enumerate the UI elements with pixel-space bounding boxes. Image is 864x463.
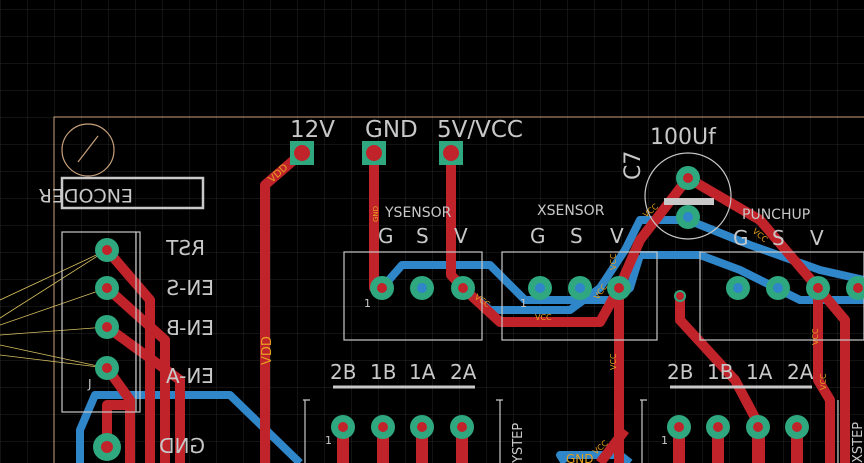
ysensor-pin-v: V [454, 224, 468, 248]
punchup-pin-g: G [733, 226, 749, 250]
motor-right-pin-1a: 1A [746, 360, 773, 384]
hole-marker [77, 135, 99, 163]
encoder-title: ENCODER [39, 184, 133, 206]
motor-left-pin-1b: 1B [370, 360, 396, 384]
net-label-vcc-8: VCC [811, 328, 820, 345]
net-label-vcc-5: VCC [609, 353, 618, 370]
silkscreen-outlines [60, 123, 864, 463]
label-gnd: GND [365, 117, 418, 143]
header-pads [290, 141, 463, 165]
xsensor-pin-g: G [530, 224, 546, 248]
net-label-gnd-bottom: GND [566, 452, 594, 463]
label-12v: 12V [290, 117, 335, 143]
ysensor-title: YSENSOR [384, 205, 452, 221]
ysensor-pin-s: S [416, 224, 429, 248]
pin1-motor-left: 1 [325, 434, 332, 447]
motor-left-pin-2a: 2A [450, 360, 477, 384]
net-label-gnd: GND [372, 206, 380, 222]
pin1-motor-right: 1 [661, 434, 668, 447]
label-5v-vcc: 5V/VCC [437, 117, 523, 143]
net-label-vcc-2: VCC [535, 313, 552, 322]
xsensor-pin-s: S [570, 224, 583, 248]
ratsnest-lines [0, 249, 108, 369]
motor-right-pin-2b: 2B [667, 360, 693, 384]
encoder-pin-rst: RST [165, 236, 205, 260]
encoder-pin-en-b: EN-B [166, 316, 214, 340]
net-label-vcc-9: VCC [819, 373, 828, 390]
xsensor-pin-v: V [610, 224, 624, 248]
motor-right-pin-1b: 1B [707, 360, 733, 384]
encoder-pin-en-a: EN-A [166, 364, 214, 388]
motor-left-pin-2b: 2B [330, 360, 356, 384]
punchup-pin-v: V [810, 226, 824, 250]
pin1-xsensor: 1 [520, 297, 527, 310]
xsensor-title: XSENSOR [537, 203, 605, 219]
label-cap-value: 100Uf [650, 125, 717, 150]
net-label-vcc-4: VCC [609, 253, 618, 270]
pin1-ysensor: 1 [364, 297, 371, 310]
motor-left-pin-1a: 1A [409, 360, 436, 384]
board-outline [53, 116, 864, 463]
net-label-vdd-side: VDD [260, 336, 275, 365]
encoder-ref: J [87, 377, 92, 391]
motor-left-side-label: YSTEP [511, 423, 526, 463]
silkscreen-text: 12V GND 5V/VCC 100Uf C7 ENCODER RST EN-S… [39, 117, 864, 463]
punchup-title: PUNCHUP [742, 207, 810, 223]
motor-right-side-label: XSTEP [851, 422, 864, 463]
motor-right-pin-2a: 2A [787, 360, 814, 384]
ysensor-pin-g: G [378, 224, 394, 248]
encoder-pin-en-s: EN-S [166, 276, 214, 300]
encoder-pin-gnd: GND [159, 434, 205, 458]
punchup-pin-s: S [772, 226, 785, 250]
round-pads [93, 166, 864, 461]
label-cap-ref: C7 [621, 151, 646, 180]
